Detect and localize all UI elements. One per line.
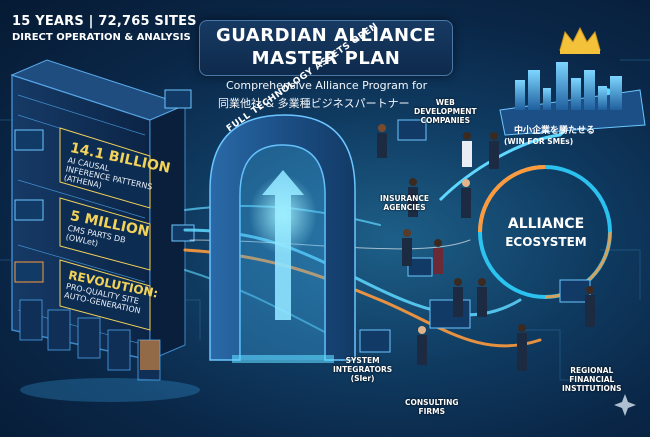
partner-line: CONSULTING	[405, 398, 459, 407]
partner-label-regional: REGIONAL FINANCIAL INSTITUTIONS	[562, 366, 622, 393]
partner-line: AGENCIES	[383, 203, 426, 212]
growth-city	[438, 26, 646, 202]
sparkle-icon	[614, 394, 636, 416]
partner-label-consulting: CONSULTING FIRMS	[405, 398, 459, 416]
subtitle-line2: 同業他社 & 多業種ビジネスパートナー	[218, 97, 410, 110]
sme-label-en: (WIN FOR SMEs)	[504, 137, 574, 146]
partner-line: SYSTEM	[345, 356, 380, 365]
partner-line: INSURANCE	[380, 194, 430, 203]
page-title-line2: MASTER PLAN	[251, 48, 401, 69]
header-stats: 15 YEARS | 72,765 SITES	[12, 14, 197, 29]
subtitle-line1: Comprehensive Alliance Program for	[226, 79, 428, 92]
partner-line: FIRMS	[418, 407, 446, 416]
technology-arch	[209, 114, 356, 363]
header-subline: DIRECT OPERATION & ANALYSIS	[12, 32, 191, 43]
partner-line: WEB	[435, 98, 455, 107]
partner-label-insurance: INSURANCE AGENCIES	[380, 194, 429, 212]
partner-line: DEVELOPMENT	[414, 107, 477, 116]
partner-label-web: WEB DEVELOPMENT COMPANIES	[414, 98, 477, 125]
title-box: GUARDIAN ALLIANCE MASTER PLAN	[199, 20, 453, 76]
ecosystem-ring	[478, 165, 612, 299]
sme-label-jp: 中小企業を勝たせる	[514, 126, 596, 136]
partner-line: COMPANIES	[420, 116, 471, 125]
server-tower	[10, 59, 200, 402]
partner-line: REGIONAL	[570, 366, 614, 375]
page-title-line1: GUARDIAN ALLIANCE	[215, 25, 437, 46]
partner-label-sier: SYSTEM INTEGRATORS (SIer)	[333, 356, 392, 383]
partner-line: INTEGRATORS	[333, 365, 393, 374]
partner-figures	[359, 119, 595, 371]
partner-line: (SIer)	[350, 374, 375, 383]
ecosystem-subtitle: ECOSYSTEM	[505, 235, 587, 249]
partner-line: FINANCIAL	[569, 375, 615, 384]
partner-line: INSTITUTIONS	[562, 384, 622, 393]
ecosystem-title: ALLIANCE	[507, 216, 585, 232]
